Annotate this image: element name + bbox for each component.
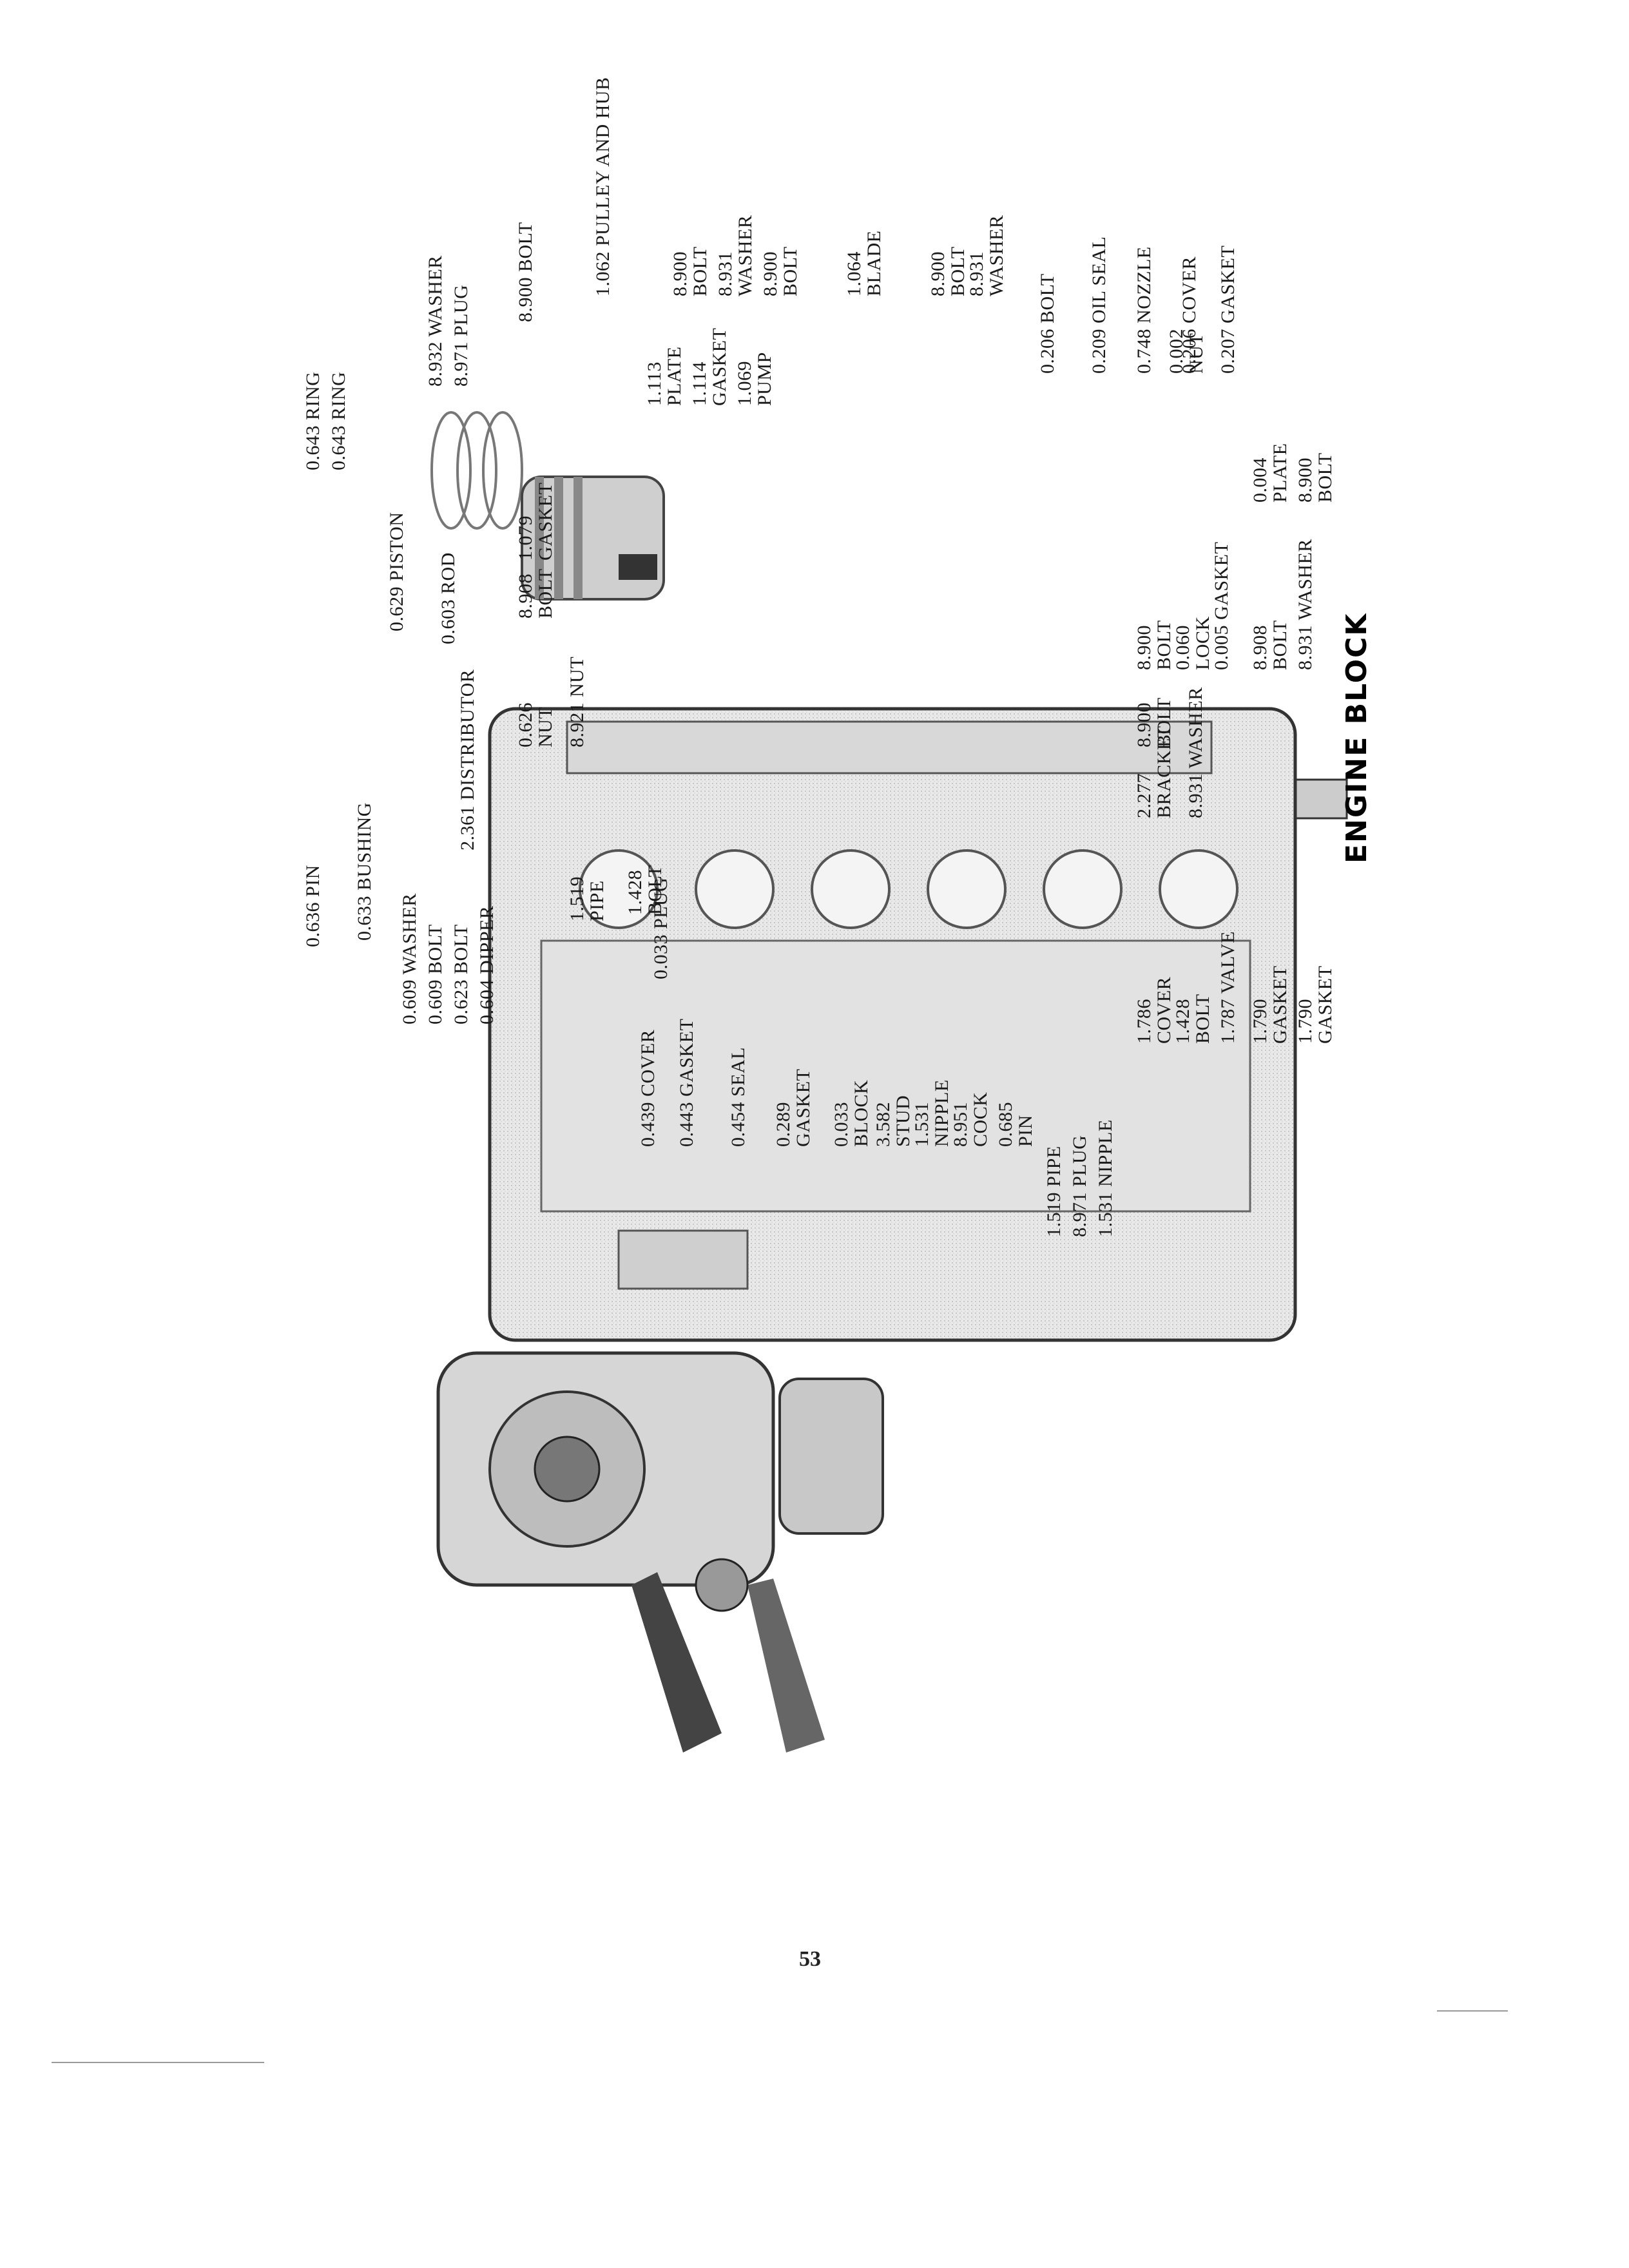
- label-ring-1: 0.643 RING: [302, 371, 323, 470]
- label-bolt-8900d: 8.900 BOLT: [515, 222, 536, 322]
- fan-blade-illustration: [631, 1558, 825, 1753]
- label-dipper: 0.604 DIPPER: [476, 905, 497, 1024]
- piston-rings-illustration: [430, 411, 523, 530]
- label-washer-8932: 8.932 WASHER: [425, 255, 446, 387]
- label-pulley-1062: 1.062 PULLEY AND HUB: [592, 77, 613, 296]
- label-washer-8931b: 8.931 WASHER: [1295, 539, 1316, 670]
- label-nut-8921: 8.921 NUT: [566, 656, 588, 747]
- label-gasket-005: 0.005 GASKET: [1211, 541, 1232, 670]
- label-cover-206: 0.206 COVER: [1179, 256, 1200, 374]
- label-bolt-609: 0.609 BOLT: [425, 924, 446, 1024]
- label-washer-8931a: 8.931 WASHER: [1185, 687, 1206, 818]
- label-piston: 0.629 PISTON: [386, 512, 407, 631]
- label-gasket-207: 0.207 GASKET: [1217, 245, 1239, 374]
- front-assembly-illustration: [436, 1351, 884, 1587]
- label-nipple-1531b: 1.531 NIPPLE: [1095, 1119, 1116, 1237]
- label-bushing: 0.633 BUSHING: [354, 802, 375, 941]
- label-bolt-623: 0.623 BOLT: [450, 924, 472, 1024]
- label-oil-seal-209: 0.209 OIL SEAL: [1088, 236, 1110, 374]
- label-plug-8971a: 8.971 PLUG: [1069, 1135, 1090, 1237]
- label-washer-609: 0.609 WASHER: [399, 893, 420, 1024]
- page-number: 53: [799, 1947, 821, 1971]
- label-gasket-443: 0.443 GASKET: [676, 1018, 697, 1147]
- label-seal-454: 0.454 SEAL: [728, 1047, 749, 1147]
- piston-illustration: [521, 476, 665, 601]
- label-nozzle-748: 0.748 NOZZLE: [1133, 246, 1155, 374]
- engine-block-illustration: [488, 707, 1297, 1342]
- engine-illustration: [430, 411, 1348, 1753]
- scan-artifact: [52, 2062, 264, 2063]
- page-title: ENGINE BLOCK: [1340, 612, 1373, 863]
- label-bolt-206: 0.206 BOLT: [1037, 273, 1058, 374]
- label-distributor: 2.361 DISTRIBUTOR: [457, 669, 478, 850]
- label-plug-8971b: 8.971 PLUG: [450, 284, 472, 387]
- scan-artifact: [1437, 2010, 1508, 2012]
- label-cover-439: 0.439 COVER: [637, 1029, 659, 1147]
- label-valve-1787: 1.787 VALVE: [1217, 931, 1239, 1044]
- label-rod: 0.603 ROD: [438, 552, 459, 644]
- exploded-diagram: 0.643 RING 0.643 RING 0.629 PISTON 0.603…: [232, 77, 1392, 1856]
- label-plug-033: 0.033 PLUG: [650, 877, 671, 979]
- label-pipe-1519b: 1.519 PIPE: [1043, 1146, 1065, 1237]
- label-pin-636: 0.636 PIN: [302, 865, 323, 947]
- label-ring-2: 0.643 RING: [328, 371, 349, 470]
